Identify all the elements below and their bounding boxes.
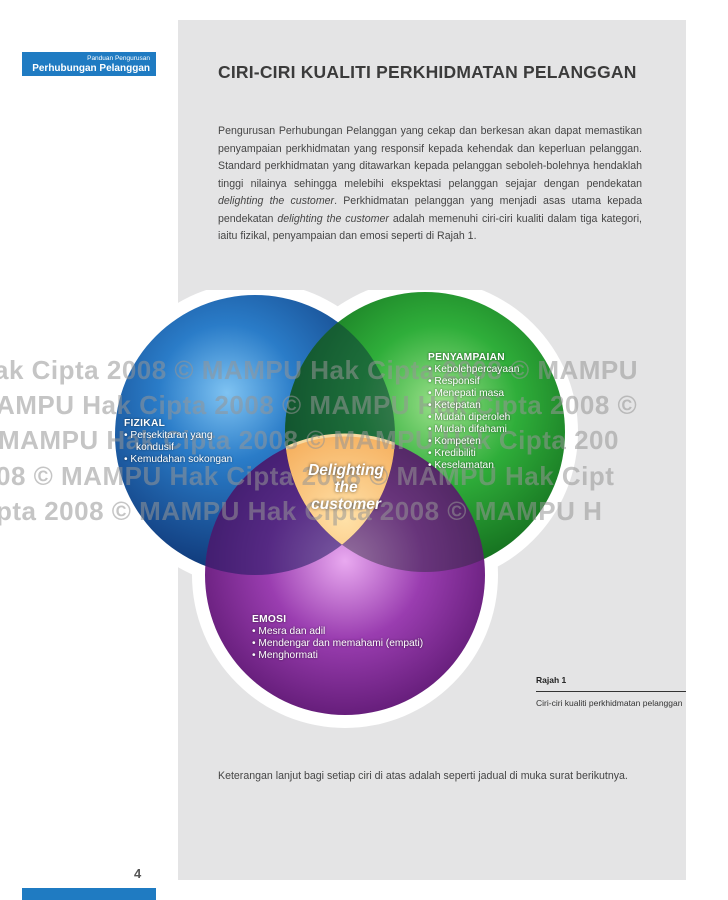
overlap-blue-purple: [205, 435, 395, 575]
penyampaian-item: • Kompeten: [428, 436, 481, 447]
label-fizikal: FIZIKAL • Persekitaran yang kondusif • K…: [124, 418, 232, 466]
penyampaian-item: • Responsif: [428, 376, 480, 387]
emosi-item: • Menghormati: [252, 650, 318, 661]
intro-text-3: adalah memenuhi ciri-ciri kualiti dalam …: [218, 212, 642, 243]
fizikal-item: • Persekitaran yang: [124, 430, 213, 441]
intro-text-1: Pengurusan Perhubungan Pelanggan yang ce…: [218, 125, 642, 190]
footer-paragraph: Keterangan lanjut bagi setiap ciri di at…: [218, 770, 628, 782]
watermark-row-4: 08 © MAMPU Hak Cipta 2008 © MAMPU Hak Ci…: [0, 461, 615, 491]
caption-title: Rajah 1: [536, 675, 567, 685]
section-header-tab: Panduan Pengurusan Perhubungan Pelanggan: [22, 52, 156, 76]
watermark-row-2: AMPU Hak Cipta 2008 © MAMPU Hak Cipta 20…: [0, 390, 638, 420]
penyampaian-item: • Kredibiliti: [428, 448, 476, 459]
penyampaian-title: PENYAMPAIAN: [428, 352, 505, 363]
venn-diagram: [102, 290, 578, 728]
penyampaian-item: • Menepati masa: [428, 388, 505, 399]
header-subtitle: Panduan Pengurusan: [87, 55, 150, 62]
watermark-row-3: MAMPU Hak Cipta 2008 © MAMPU Hak Cipta 2…: [0, 425, 619, 455]
intro-text-2: . Perkhidmatan pelanggan yang menjadi as…: [218, 195, 642, 225]
intro-paragraph: Pengurusan Perhubungan Pelanggan yang ce…: [218, 123, 642, 246]
header-title: Perhubungan Pelanggan: [32, 63, 150, 74]
fizikal-item: kondusif: [136, 442, 174, 453]
watermark-row-1: ak Cipta 2008 © MAMPU Hak Cipta 2008 © M…: [0, 355, 639, 385]
emosi-title: EMOSI: [252, 614, 287, 625]
center-line-3: customer: [311, 496, 381, 513]
page-title: CIRI-CIRI KUALITI PERKHIDMATAN PELANGGAN: [218, 62, 637, 82]
label-emosi: EMOSI • Mesra dan adil • Mendengar dan m…: [252, 614, 423, 662]
intro-emphasis-1: delighting the customer: [218, 195, 335, 207]
center-line-2: the: [334, 479, 358, 496]
penyampaian-item: • Ketepatan: [428, 400, 481, 411]
page-number: 4: [134, 866, 142, 881]
center-label: Delighting the customer: [287, 462, 405, 513]
fizikal-title: FIZIKAL: [124, 418, 166, 429]
caption-rule: [536, 691, 686, 692]
fizikal-item: • Kemudahan sokongan: [124, 454, 233, 465]
emosi-item: • Mesra dan adil: [252, 626, 326, 637]
penyampaian-item: • Mudah diperoleh: [428, 412, 511, 423]
penyampaian-item: • Mudah difahami: [428, 424, 507, 435]
penyampaian-item: • Keselamatan: [428, 460, 494, 471]
caption-text: Ciri-ciri kualiti perkhidmatan pelanggan: [536, 698, 683, 708]
emosi-item: • Mendengar dan memahami (empati): [252, 638, 424, 649]
intro-emphasis-2: delighting the customer: [277, 212, 389, 225]
center-overlap: [285, 433, 395, 572]
overlap-green-purple: [285, 435, 485, 572]
center-line-1: Delighting: [308, 462, 384, 479]
watermark-row-5: pta 2008 © MAMPU Hak Cipta 2008 © MAMPU …: [0, 496, 603, 526]
label-penyampaian: PENYAMPAIAN • Kebolehpercayaan • Respons…: [428, 352, 519, 472]
penyampaian-item: • Kebolehpercayaan: [428, 364, 520, 375]
figure-caption: Rajah 1 Ciri-ciri kualiti perkhidmatan p…: [536, 675, 686, 709]
footer-bar: [22, 888, 156, 900]
